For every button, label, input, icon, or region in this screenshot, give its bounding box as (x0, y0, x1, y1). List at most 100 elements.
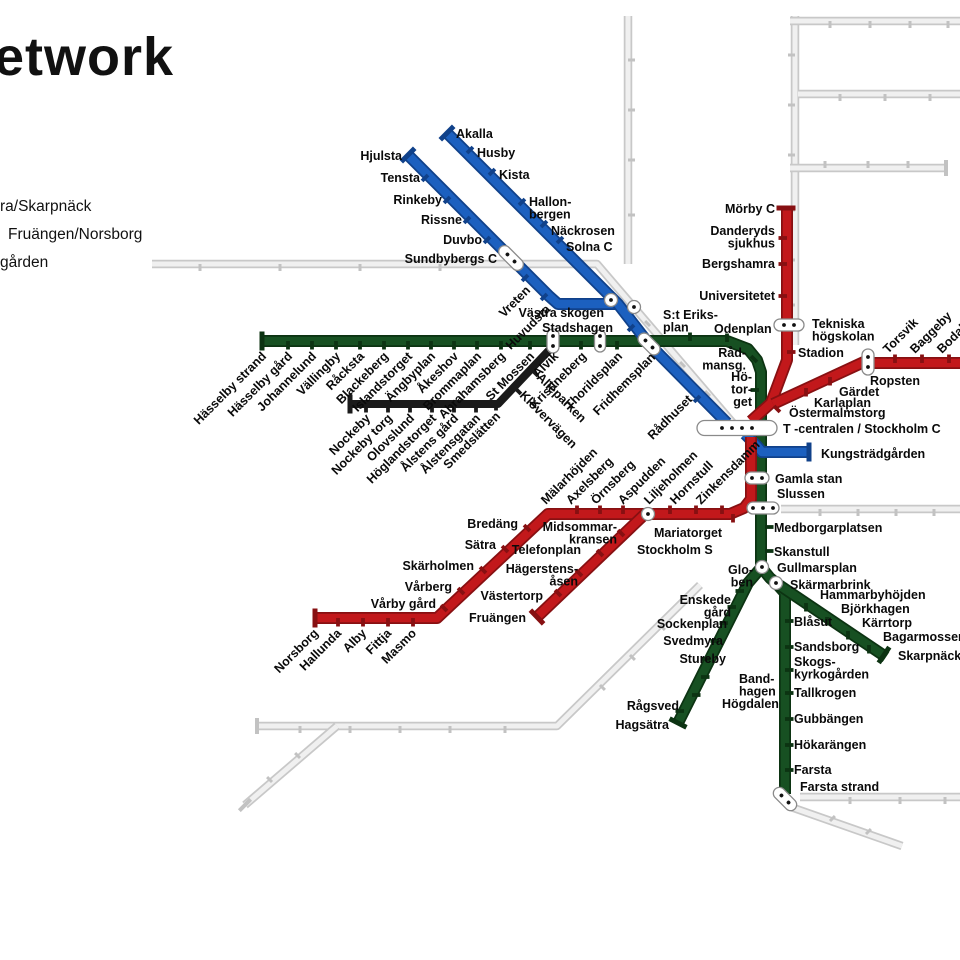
commuter-rail-line-core (243, 724, 339, 807)
station-tick (555, 235, 565, 245)
page-title: etwork (0, 27, 175, 87)
commuter-rail-line-core (152, 261, 735, 425)
station-label: Skärmarbrink (790, 578, 871, 592)
commuter-rail-line-core (257, 583, 702, 729)
station-label: Husby (477, 146, 515, 160)
station-label: Fruängen (469, 611, 526, 625)
station-label: Midsommar-kransen (543, 520, 617, 547)
station-label: Slussen (777, 487, 825, 501)
station-label: Gubbängen (794, 712, 863, 726)
station-label: Gullmarsplan (777, 561, 857, 575)
station-label: Bredäng (467, 517, 518, 531)
station-label: Västra skogen (519, 306, 604, 320)
station-label: Vårby gård (371, 597, 436, 611)
station-tick (487, 167, 497, 177)
station-label: Rågsved (627, 699, 679, 713)
commuter-station-tick (864, 828, 872, 836)
station-label: Mörby C (725, 202, 775, 216)
terminus-cap (528, 608, 546, 626)
farsta-strand-marker (772, 786, 798, 812)
station-label: Alby (340, 626, 369, 655)
station-label: Skärholmen (402, 559, 474, 573)
commuter-station-tick (266, 776, 274, 784)
station-tick (539, 219, 549, 229)
vastra-skogen-marker (603, 292, 619, 308)
station-tick (626, 323, 636, 333)
station-tick (574, 568, 584, 578)
sundbybergs-c-marker (497, 244, 525, 272)
commuter-station-tick (679, 361, 687, 369)
terminus-cap (347, 394, 353, 414)
station-tick (420, 173, 430, 183)
station-tick (539, 292, 549, 302)
fridhemsplan-marker (637, 332, 661, 356)
station-label: Skarpnäck (898, 649, 960, 663)
ropsten-marker (861, 348, 875, 376)
station-label: Stadshagen (542, 321, 613, 335)
station-label: Hökarängen (794, 738, 866, 752)
station-tick (595, 548, 605, 558)
station-label: Sundbybergs C (405, 252, 497, 266)
station-label: Björkhagen (841, 602, 910, 616)
legend-item-green: ra/Skarpnäck (0, 198, 92, 215)
station-label: Västertorp (480, 589, 543, 603)
station-label: Hö-tor-get (731, 370, 753, 409)
station-label: Karlaplan (814, 396, 871, 410)
blue-main (443, 129, 731, 426)
station-label: Band-hagen (739, 672, 776, 699)
station-label: Odenplan (714, 322, 772, 336)
blue-hjulsta-branch (404, 151, 615, 309)
red-north (748, 208, 792, 425)
commuter-station-tick (644, 320, 652, 328)
station-label: Stadion (798, 346, 844, 360)
station-label: Bergshamra (702, 257, 776, 271)
station-tick (442, 195, 452, 205)
station-tick (530, 368, 540, 378)
station-label: Skogs-kyrkogården (794, 655, 869, 682)
station-tick (517, 197, 527, 207)
station-label: Universitetet (699, 289, 776, 303)
terminus-cap (399, 146, 417, 164)
tekniska-hogskolan-marker (773, 318, 805, 332)
station-tick (500, 544, 510, 554)
terminus-cap (876, 645, 892, 665)
station-label: Rinkeby (393, 193, 442, 207)
commuter-station-tick (658, 623, 666, 631)
station-tick (772, 404, 782, 414)
legend-item-red: Fruängen/Norsborg (8, 226, 143, 243)
station-label: Ropsten (870, 374, 920, 388)
skarmarbrink-marker (768, 575, 784, 591)
terminus-cap (438, 124, 456, 142)
station-label: Sandsborg (794, 640, 859, 654)
station-tick (465, 145, 475, 155)
station-label: Mariatorget (654, 526, 723, 540)
station-tick (439, 603, 449, 613)
commuter-rail-line-core (787, 803, 903, 849)
station-label: Hallon-bergen (529, 195, 571, 222)
station-label: Stureby (679, 652, 726, 666)
commuter-station-tick (628, 653, 636, 661)
commuter-interchange-marker (626, 299, 642, 315)
station-label: Svedmyra (663, 634, 724, 648)
station-tick (513, 386, 523, 396)
red-south (315, 437, 756, 623)
station-label: Farsta strand (800, 780, 879, 794)
station-tick (522, 523, 532, 533)
station-label: Akalla (456, 127, 494, 141)
terminus-cap (806, 442, 812, 462)
station-tick (482, 235, 492, 245)
red-fruangen-branch (534, 509, 649, 621)
station-tick (692, 394, 702, 404)
station-label: Farsta (794, 763, 833, 777)
slussen-marker (746, 501, 780, 515)
liljeholmen-marker (640, 506, 656, 522)
station-label: Hjulsta (360, 149, 403, 163)
station-label: Duvbo (443, 233, 482, 247)
commuter-terminus-cap (944, 160, 948, 176)
station-label: Råd-mansg. (702, 346, 746, 373)
station-label: Kungsträdgården (821, 447, 925, 461)
terminus-cap (776, 205, 796, 211)
